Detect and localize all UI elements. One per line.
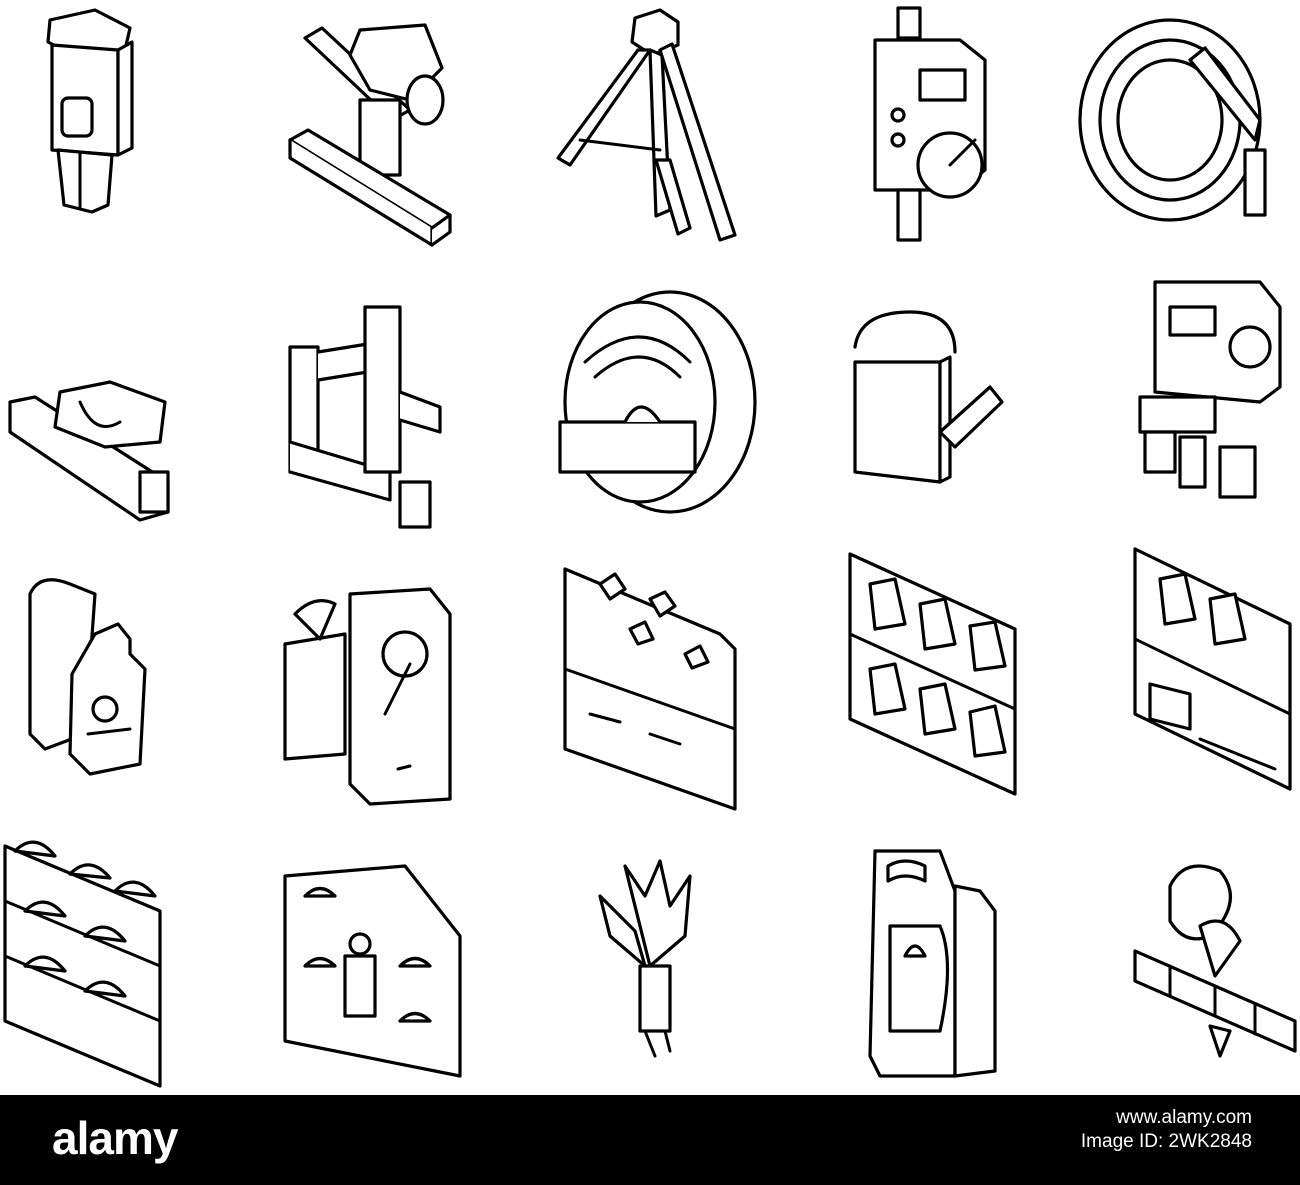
hose-coil-icon (1040, 0, 1300, 272)
brand-logo[interactable]: alamy (52, 1112, 178, 1164)
stock-credit[interactable]: www.alamy.com (1116, 1107, 1252, 1128)
mobile-app-plant-icon (260, 544, 520, 816)
plant-shelves-icon (0, 816, 260, 1088)
wheel-hoe-icon (260, 0, 520, 272)
soil-bed-seedlings-icon (520, 544, 780, 816)
fertilizer-canister-icon (780, 816, 1040, 1088)
hydroponic-shelf-icon (1040, 544, 1300, 816)
footer-bar: alamy www.alamy.com Image ID: 2WK2848 (0, 1095, 1300, 1185)
rooting-plant-icon (1040, 816, 1300, 1088)
planting-stick-icon (0, 0, 260, 272)
fertilizer-bottle-icon (0, 544, 260, 816)
hose-nozzle-timer-icon (780, 0, 1040, 272)
image-id: Image ID: 2WK2848 (1080, 1131, 1252, 1152)
hose-reel-icon (520, 272, 780, 544)
irrigation-pipe-icon (260, 272, 520, 544)
seedling-rack-icon (780, 544, 1040, 816)
icon-grid (0, 0, 1300, 1088)
watering-can-icon (780, 272, 1040, 544)
greenhouse-worker-icon (260, 816, 520, 1088)
plant-cutting-icon (520, 816, 780, 1088)
tripod-stand-icon (520, 0, 780, 272)
seeder-tool-icon (0, 272, 260, 544)
irrigation-controller-icon (1040, 272, 1300, 544)
